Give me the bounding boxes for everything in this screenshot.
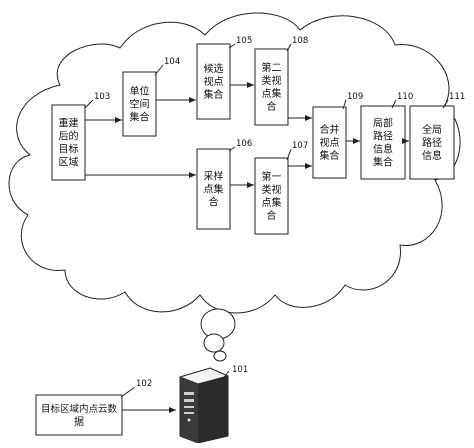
server-ref-leader — [221, 370, 230, 381]
node-ref-109: 109 — [347, 92, 363, 102]
ref-leader-108 — [286, 43, 292, 52]
node-label-109-line-1: 视点 — [320, 136, 340, 149]
node-label-110-line-0: 局部 — [373, 117, 393, 130]
ref-leader-107 — [286, 148, 292, 161]
node-label-103-line-1: 后的 — [59, 130, 79, 143]
node-ref-105: 105 — [236, 36, 252, 46]
ref-leader-104 — [154, 64, 164, 76]
node-label-111-line-2: 信息 — [422, 149, 442, 162]
node-label-103-line-2: 目标 — [59, 144, 79, 156]
node-label-106-line-0: 采样 — [204, 170, 224, 183]
node-label-107-line-0: 第一 — [262, 170, 282, 183]
edges-layer — [85, 82, 409, 413]
node-ref-111: 111 — [449, 92, 465, 102]
node-box-107 — [254, 157, 289, 235]
node-label-104-line-1: 空间 — [130, 98, 150, 111]
ref-leader-110 — [391, 99, 397, 109]
ref-leader-109 — [342, 99, 347, 110]
ref-leader-106 — [228, 146, 236, 152]
node-box-104 — [122, 71, 157, 137]
node-ref-106: 106 — [236, 139, 252, 149]
node-label-107-line-1: 类视 — [262, 183, 282, 196]
node-box-102 — [35, 394, 123, 436]
node-label-103-line-0: 重建 — [59, 117, 79, 130]
node-ref-108: 108 — [292, 36, 308, 46]
node-ref-104: 104 — [164, 57, 180, 67]
node-ref-107: 107 — [292, 141, 308, 151]
node-label-106-line-2: 合 — [209, 196, 219, 209]
node-label-108-line-2: 点集 — [262, 87, 282, 100]
server-ref-label: 101 — [232, 365, 248, 375]
node-box-105 — [196, 43, 231, 120]
thought-bubble-medium — [203, 333, 225, 353]
node-label-103-line-3: 区域 — [59, 156, 79, 169]
ref-leader-102 — [120, 386, 136, 398]
node-label-109-line-2: 集合 — [320, 149, 340, 162]
node-label-106-line-1: 点集 — [204, 183, 224, 196]
node-label-102-line-1: 据 — [74, 415, 84, 428]
node-label-111-line-1: 路径 — [422, 136, 442, 149]
node-label-110-line-1: 路径 — [373, 130, 393, 143]
node-label-108-line-3: 合 — [267, 100, 277, 113]
node-label-105-line-2: 集合 — [204, 88, 224, 101]
node-label-105-line-1: 视点 — [204, 75, 224, 88]
node-label-109-line-0: 合并 — [320, 123, 340, 136]
node-box-111 — [409, 105, 455, 180]
node-ref-103: 103 — [94, 92, 110, 102]
thought-bubble-small — [213, 350, 227, 362]
node-box-103 — [51, 104, 86, 181]
thought-cloud-outline — [8, 12, 461, 314]
node-label-107-line-3: 合 — [267, 209, 277, 222]
node-label-104-line-2: 集合 — [130, 111, 150, 124]
node-label-110-line-2: 信息 — [373, 143, 393, 156]
node-label-104-line-0: 单位 — [130, 85, 150, 98]
node-box-109 — [312, 106, 347, 179]
server-tower-icon — [179, 367, 229, 444]
node-label-102-line-0: 目标区域内点云数 — [41, 403, 118, 415]
node-ref-102: 102 — [136, 379, 152, 389]
node-label-110-line-3: 集合 — [373, 156, 393, 169]
node-label-105-line-0: 候选 — [204, 62, 224, 75]
node-ref-110: 110 — [397, 92, 413, 102]
node-label-111-line-0: 全局 — [422, 123, 442, 136]
ref-leader-105 — [228, 43, 236, 49]
node-label-108-line-0: 第二 — [262, 61, 282, 74]
node-label-108-line-1: 类视 — [262, 74, 282, 87]
node-box-110 — [360, 105, 406, 180]
node-box-106 — [196, 148, 231, 230]
ref-leader-111 — [442, 99, 449, 109]
ref-leader-103 — [84, 99, 94, 109]
node-box-108 — [254, 48, 289, 126]
node-label-107-line-2: 点集 — [262, 196, 282, 209]
